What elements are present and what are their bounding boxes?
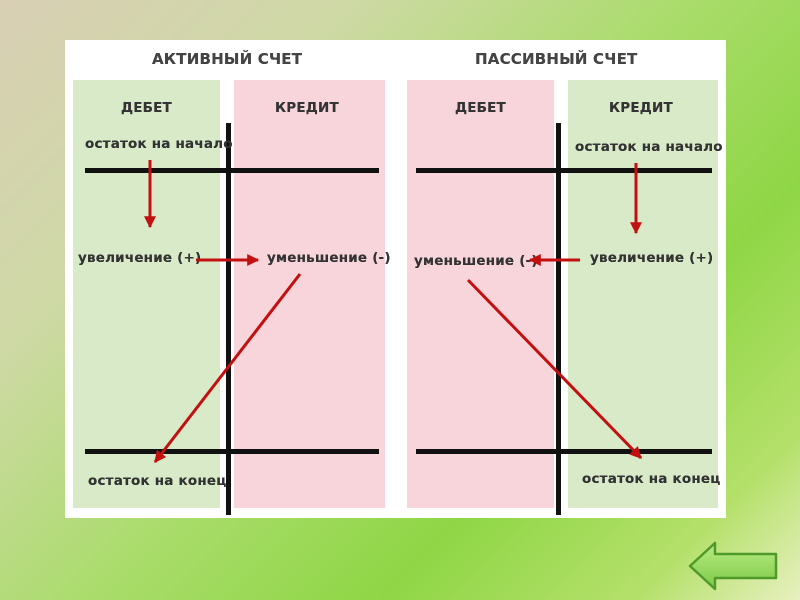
active-t-vertical-line — [226, 123, 231, 515]
active-credit-header: КРЕДИТ — [275, 100, 339, 116]
active-closing-balance: остаток на конец — [88, 473, 227, 489]
active-credit-column — [234, 80, 385, 508]
passive-credit-column — [568, 80, 718, 508]
active-t-top-line — [85, 168, 379, 173]
active-debit-column — [73, 80, 220, 508]
active-opening-balance: остаток на начало — [85, 136, 233, 152]
passive-t-top-line — [416, 168, 712, 173]
passive-opening-balance: остаток на начало — [575, 139, 723, 155]
passive-decrease-to-closing-arrow — [466, 278, 643, 460]
active-decrease-to-closing-arrow — [153, 273, 302, 463]
active-debit-header: ДЕБЕТ — [121, 100, 172, 116]
passive-t-bottom-line — [416, 449, 712, 454]
passive-increase-label: увеличение (+) — [590, 250, 714, 266]
passive-debit-header: ДЕБЕТ — [455, 100, 506, 116]
passive-credit-header: КРЕДИТ — [609, 100, 673, 116]
arrow-left-icon — [688, 541, 778, 591]
active-t-bottom-line — [85, 449, 379, 454]
back-arrow-button[interactable] — [688, 541, 780, 591]
active-decrease-label: уменьшение (-) — [267, 250, 391, 266]
passive-decrease-label: уменьшение (-) — [414, 253, 538, 269]
active-account-title: АКТИВНЫЙ СЧЕТ — [152, 50, 303, 68]
passive-t-vertical-line — [556, 123, 561, 515]
passive-account-title: ПАССИВНЫЙ СЧЕТ — [475, 50, 638, 68]
passive-closing-balance: остаток на конец — [582, 471, 721, 487]
active-increase-label: увеличение (+) — [78, 250, 202, 266]
